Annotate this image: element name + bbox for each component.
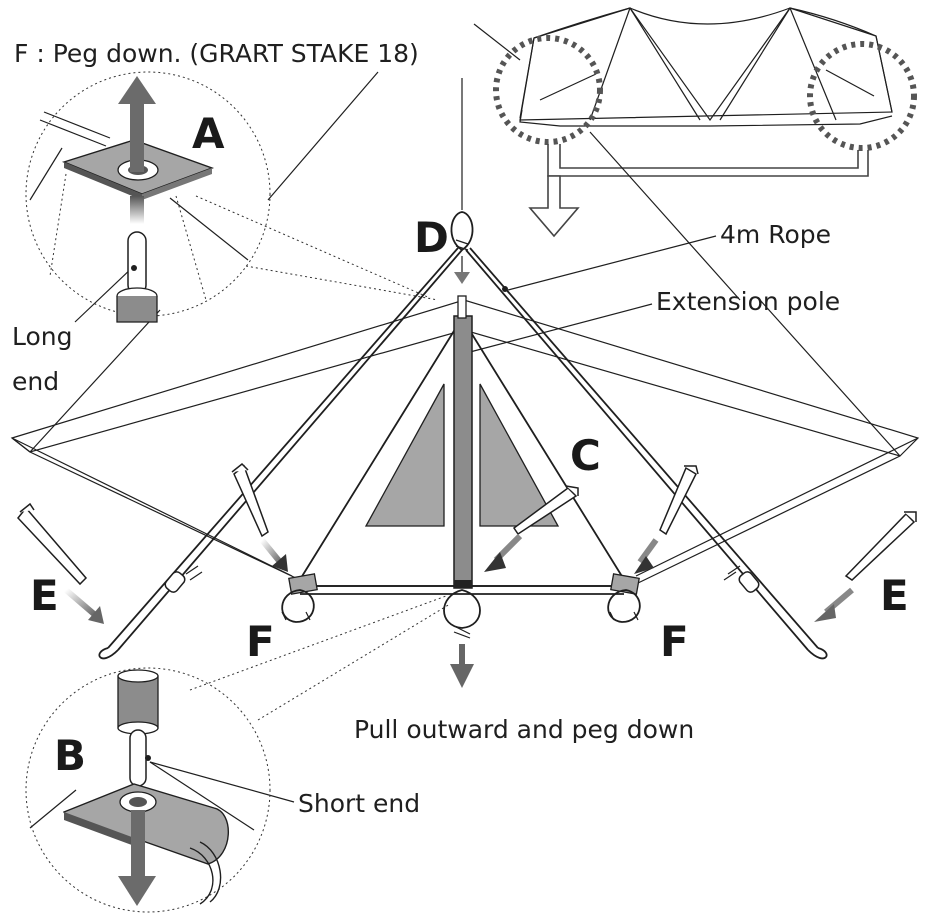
long-end-label-line2: end: [12, 367, 59, 396]
marker-e-left: E: [30, 571, 59, 620]
extension-pole: [453, 315, 473, 589]
marker-b: B: [54, 731, 86, 780]
rope-end-loop-left: [98, 647, 119, 660]
arrow-up-a: [118, 76, 156, 104]
peg-e-left: [17, 502, 88, 586]
peg-f-left: [231, 462, 269, 538]
marker-c: C: [570, 431, 601, 480]
f-instruction-text: F : Peg down. (GRART STAKE 18): [14, 39, 419, 68]
marker-f-right: F: [660, 617, 689, 666]
extension-pole-label: Extension pole: [656, 287, 840, 316]
overview-highlight-left: [493, 35, 603, 145]
leader-lines: [74, 23, 717, 803]
short-end-label: Short end: [298, 789, 420, 818]
main-tent-illustration: [10, 211, 920, 688]
pull-outward-label: Pull outward and peg down: [354, 715, 694, 744]
tensioner-right: [723, 565, 760, 593]
marker-e-right: E: [880, 571, 909, 620]
tent-window-left: [364, 383, 445, 527]
pull-outward-arrow: [450, 664, 474, 688]
overview-tent-illustration: [493, 7, 917, 301]
rope-end-loop-right: [807, 647, 828, 660]
rope-label: 4m Rope: [720, 220, 831, 249]
overview-highlight-right: [807, 41, 917, 151]
marker-d: D: [414, 213, 449, 262]
marker-f-left: F: [246, 617, 275, 666]
arrow-down-b: [118, 876, 156, 906]
peg-e-right: [844, 511, 917, 581]
overview-down-arrow: [528, 175, 580, 238]
rope-loop-d: [450, 211, 474, 284]
marker-a: A: [192, 109, 225, 158]
detail-circle-a: [25, 71, 271, 323]
bottom-ring: [443, 589, 481, 639]
detail-circle-b: [25, 667, 271, 913]
peg-f-right: [659, 465, 699, 536]
tensioner-left: [164, 565, 203, 593]
corner-ring-left: [281, 573, 318, 623]
long-end-label-line1: Long: [12, 322, 73, 351]
corner-ring-right: [607, 573, 641, 623]
